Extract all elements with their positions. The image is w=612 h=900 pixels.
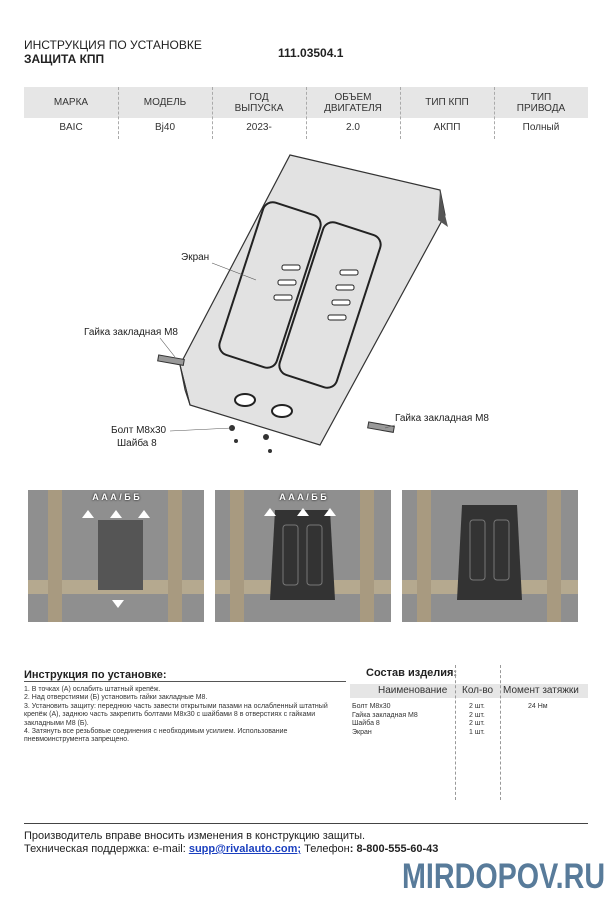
spec-table: МАРКА BAIC МОДЕЛЬ Bj40 ГОД ВЫПУСКА 2023- ОБ… (24, 87, 588, 139)
spec-value: АКПП (433, 122, 461, 133)
label-bolt: Болт М8х30 (111, 425, 167, 436)
composition-names: Болт М8х30 Гайка закладная М8 Шайба 8 Эк… (352, 703, 418, 737)
nut-right (367, 421, 395, 433)
spec-col-gearbox: ТИП КПП АКПП (400, 87, 494, 139)
spec-col-brand: МАРКА BAIC (24, 87, 118, 139)
item-name: Шайба 8 (352, 720, 380, 727)
item-qty: 1 шт. (469, 728, 485, 736)
skid-plate (179, 154, 446, 446)
spec-col-drive: ТИП ПРИВОДА Полный (494, 87, 588, 139)
item-name: Гайка закладная М8 (352, 711, 418, 719)
composition-qty: 2 шт. 2 шт. 2 шт. 1 шт. (469, 703, 485, 737)
doc-subtitle: ЗАЩИТА КПП (24, 52, 105, 66)
divider (118, 87, 119, 139)
label-nut-right: Гайка закладная М8 (395, 413, 489, 424)
label-nut-left: Гайка закладная М8 (84, 327, 178, 338)
spec-value: 2023- (246, 122, 272, 133)
header-name: Наименование (378, 685, 448, 696)
spec-value: 2.0 (346, 122, 360, 133)
instruction-step: 2. Над отверстиями (Б) установить гайки … (24, 694, 208, 702)
footer-notice: Производитель вправе вносить изменения в… (24, 830, 366, 842)
spec-header: МАРКА (53, 97, 89, 108)
spec-header: ГОД ВЫПУСКА (234, 91, 284, 114)
composition-header: Наименование Кол-во Момент затяжки (350, 684, 588, 698)
instruction-step: 4. Затянуть все резьбовые соединения с н… (24, 728, 288, 744)
divider (24, 823, 588, 824)
photo-point-marks: А А А / Б Б (92, 492, 140, 502)
spec-col-year: ГОД ВЫПУСКА 2023- (212, 87, 306, 139)
spec-col-model: МОДЕЛЬ Bj40 (118, 87, 212, 139)
divider (400, 87, 401, 139)
divider (494, 87, 495, 139)
instructions-title: Инструкция по установке: (24, 669, 167, 681)
item-qty: 2 шт. (469, 720, 485, 727)
spec-col-engine: ОБЪЕМ ДВИГАТЕЛЯ 2.0 (306, 87, 400, 139)
divider (306, 87, 307, 139)
label-screen: Экран (181, 252, 210, 263)
divider (24, 681, 346, 682)
spec-value: BAIC (59, 122, 83, 133)
watermark: MIRDOPOV.RU (402, 857, 606, 896)
skid-plate-diagram (157, 154, 448, 453)
divider (500, 665, 501, 800)
item-qty: 2 шт. (469, 711, 485, 719)
install-photo-1: А А А / Б Б (28, 490, 204, 622)
instructions-list: 1. В точках (А) ослабить штатный крепёж.… (24, 686, 346, 745)
divider (212, 87, 213, 139)
spec-value: Полный (522, 122, 560, 133)
install-photo-3 (402, 490, 578, 622)
item-name: Экран (352, 728, 372, 736)
composition-torque: 24 Нм (528, 703, 548, 712)
instruction-step: 1. В точках (А) ослабить штатный крепёж. (24, 686, 161, 693)
header-torque: Момент затяжки (503, 685, 579, 696)
item-qty: 2 шт. (469, 703, 485, 710)
photo-point-marks: А А А / Б Б (279, 492, 327, 502)
item-torque: 24 Нм (528, 703, 548, 710)
divider (455, 665, 456, 800)
install-photo-2: А А А / Б Б (215, 490, 391, 622)
header-qty: Кол-во (462, 685, 494, 696)
instruction-step: 3. Установить защиту: переднюю часть зав… (24, 702, 328, 727)
phone-number: : 8-800-555-60-43 (349, 843, 439, 855)
spec-header: ТИП КПП (425, 97, 469, 108)
item-name: Болт М8х30 (352, 703, 391, 710)
doc-title: ИНСТРУКЦИЯ ПО УСТАНОВКЕ (24, 38, 202, 52)
article-number: 111.03504.1 (278, 46, 344, 60)
spec-header: ОБЪЕМ ДВИГАТЕЛЯ (324, 91, 382, 114)
phone-label: Телефон (301, 843, 350, 855)
support-email-link[interactable]: supp@rivalauto.com; (188, 843, 302, 855)
footer-support: Техническая поддержка: e-mail: supp@riva… (24, 843, 438, 855)
spec-value: Bj40 (154, 122, 175, 133)
nut-left (157, 354, 185, 366)
composition-title: Состав изделия: (366, 667, 458, 679)
label-washer: Шайба 8 (117, 438, 157, 449)
spec-header: ТИП ПРИВОДА (516, 91, 566, 114)
spec-header: МОДЕЛЬ (143, 97, 187, 108)
support-label: Техническая поддержка: e-mail: (24, 843, 189, 855)
